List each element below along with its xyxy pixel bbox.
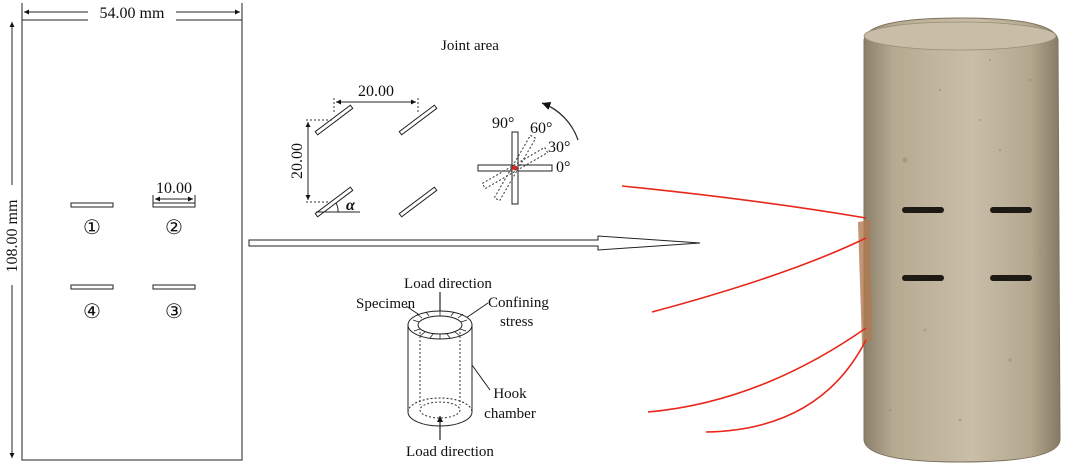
joint-top-left bbox=[314, 104, 354, 136]
joint-bottom-left bbox=[314, 186, 354, 218]
rock-cylinder bbox=[863, 17, 1061, 463]
loading-setup: Load direction Specimen Confining stress… bbox=[356, 276, 549, 460]
flaw-3 bbox=[152, 284, 196, 290]
flaw-number-4: ④ bbox=[83, 301, 101, 323]
hook-label-1: Hook bbox=[493, 386, 527, 402]
specimen-photo bbox=[621, 17, 1061, 463]
load-direction-top-label: Load direction bbox=[404, 276, 492, 292]
joint-area: Joint area 20.00 20.00 α bbox=[248, 38, 701, 251]
horizontal-spacing-label: 20.00 bbox=[358, 83, 394, 100]
photo-slot-3 bbox=[902, 275, 944, 281]
photo-slot-1 bbox=[902, 207, 944, 213]
flaw-length-label: 10.00 bbox=[156, 180, 192, 197]
flaw-number-3: ③ bbox=[165, 301, 183, 323]
big-right-arrow bbox=[248, 235, 701, 251]
angle-alpha-label: α bbox=[346, 197, 356, 214]
angle-fan: 90° 60° 30° 0° bbox=[477, 101, 579, 205]
load-direction-bottom-label: Load direction bbox=[406, 444, 494, 460]
photo-slot-2 bbox=[990, 207, 1032, 213]
specimen-outline bbox=[21, 19, 243, 461]
strain-gauge-wires bbox=[621, 185, 867, 433]
joint-top-right bbox=[398, 104, 438, 136]
flaw-2 bbox=[152, 202, 196, 208]
flaw-1 bbox=[70, 202, 114, 208]
cylinder-top-inner bbox=[417, 315, 463, 335]
angle-90-label: 90° bbox=[492, 115, 514, 132]
width-label: 54.00 mm bbox=[100, 5, 165, 22]
strain-gauge-tape bbox=[858, 220, 872, 345]
joint-bottom-right bbox=[398, 186, 438, 218]
flaw-4 bbox=[70, 284, 114, 290]
hook-label-2: chamber bbox=[484, 406, 536, 422]
flaw-number-1: ① bbox=[83, 217, 101, 239]
rotation-arrow bbox=[541, 101, 579, 141]
flaw-number-2: ② bbox=[165, 217, 183, 239]
vertical-spacing-label: 20.00 bbox=[289, 143, 306, 179]
confining-label-1: Confining bbox=[488, 295, 549, 311]
joint-area-title: Joint area bbox=[441, 38, 499, 54]
confining-label-2: stress bbox=[500, 314, 533, 330]
specimen-sketch: 54.00 mm 108.00 mm 10.00 ① ② ③ ④ bbox=[3, 3, 243, 461]
angle-60-label: 60° bbox=[530, 120, 552, 137]
specimen-label: Specimen bbox=[356, 296, 416, 312]
angle-0-label: 0° bbox=[556, 159, 570, 176]
angle-30-label: 30° bbox=[548, 139, 570, 156]
height-label: 108.00 mm bbox=[4, 199, 21, 272]
photo-slot-4 bbox=[990, 275, 1032, 281]
